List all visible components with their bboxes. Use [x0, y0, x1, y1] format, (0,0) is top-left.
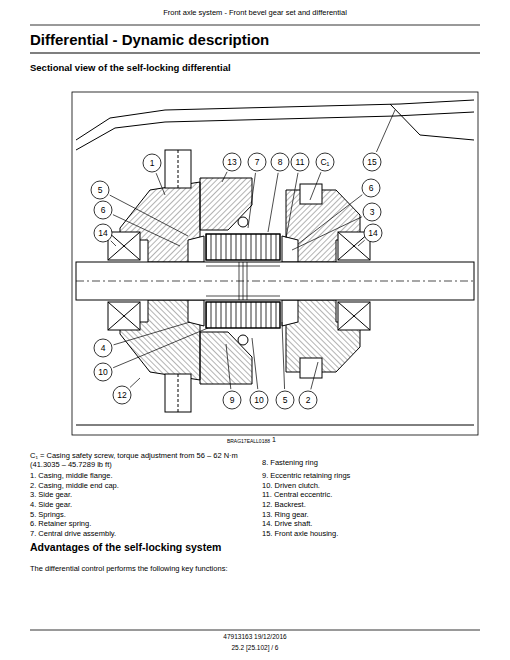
leader-line: [376, 110, 395, 152]
text-label: Front axle system - Front bevel gear set…: [30, 8, 480, 17]
callout-number: 15: [364, 154, 380, 170]
callout-circle: [94, 201, 112, 219]
leader-line: [310, 172, 321, 200]
callout-circle: [223, 153, 241, 171]
leader-line: [286, 173, 298, 238]
leader-line: [113, 328, 208, 368]
callout-circle: [94, 224, 112, 242]
text-label: 1: [272, 436, 292, 445]
callout-number: C₁: [317, 154, 333, 170]
callout-circle: [362, 179, 380, 197]
callout-number: 4: [95, 340, 111, 356]
callout-number: 14: [365, 225, 381, 241]
text-label: 3. Side gear.: [30, 490, 250, 499]
callout-number: 10: [95, 364, 111, 380]
leader-line: [222, 172, 227, 182]
callout-circle: [291, 153, 309, 171]
text-label: Sectional view of the self-locking diffe…: [30, 62, 430, 74]
callout-circle: [94, 363, 112, 381]
callout-number: 6: [95, 202, 111, 218]
footer-rule: [30, 630, 480, 631]
callout-circle: [248, 153, 266, 171]
callout-number: 10: [251, 392, 267, 408]
callout-number: 1: [144, 155, 160, 171]
callout-circle: [94, 339, 112, 357]
callout-marks: [91, 110, 395, 409]
callout-circle: [363, 203, 381, 221]
callout-number: 5: [277, 392, 293, 408]
text-label: 9. Eccentric retaining rings: [262, 471, 482, 480]
axle-housing: [76, 100, 474, 425]
callout-number: 9: [224, 392, 240, 408]
leader-line: [248, 173, 256, 228]
leader-line: [282, 322, 285, 389]
header-rule: [30, 25, 480, 26]
leader-line: [252, 338, 258, 389]
leader-line: [130, 378, 140, 387]
text-label: 47913163 19/12/2016: [30, 633, 480, 641]
page-title: Differential - Dynamic description: [30, 31, 480, 50]
drive-shaft: [76, 262, 474, 300]
callout-circle: [363, 153, 381, 171]
callout-circle: [223, 391, 241, 409]
callout-number: 6: [363, 180, 379, 196]
text-label: C₁ = Casing safety screw, torque adjustm…: [30, 451, 250, 470]
text-label: 12. Backrest.: [262, 500, 482, 509]
leader-line: [156, 173, 165, 195]
leader-line: [110, 195, 188, 236]
text-label: 14. Drive shaft.: [262, 519, 482, 528]
callout-number: 11: [292, 154, 308, 170]
text-label: 15. Front axle housing.: [262, 529, 482, 538]
callout-circle: [316, 153, 334, 171]
text-label: 5. Springs.: [30, 510, 250, 519]
callout-circle: [143, 154, 161, 172]
callout-number: 3: [364, 204, 380, 220]
callout-circle: [271, 153, 289, 171]
leader-line: [292, 217, 362, 250]
text-label: 10. Driven clutch.: [262, 481, 482, 490]
leader-line: [268, 173, 278, 232]
leader-line: [311, 362, 318, 389]
leader-line: [358, 240, 365, 246]
leader-line: [111, 241, 116, 246]
callout-circle: [113, 386, 131, 404]
title-rule: [30, 52, 480, 53]
text-label: 13. Ring gear.: [262, 510, 482, 519]
callout-circle: [299, 391, 317, 409]
callout-number: 2: [300, 392, 316, 408]
callout-number: 14: [95, 225, 111, 241]
leader-line: [298, 195, 362, 244]
text-label: 8. Fastening ring: [262, 458, 482, 467]
callout-number: 8: [272, 154, 288, 170]
leader-line: [114, 322, 190, 345]
text-label: 2. Casing, middle end cap.: [30, 481, 250, 490]
text-label: 11. Central eccentric.: [262, 490, 482, 499]
text-label: 4. Side gear.: [30, 500, 250, 509]
shaft-splines: [76, 262, 474, 300]
text-label: BRAG17EALL0188: [210, 438, 270, 444]
callout-number: 7: [249, 154, 265, 170]
figure-frame: [72, 92, 478, 435]
differential-upper-half: [108, 150, 370, 262]
callout-number: 13: [224, 154, 240, 170]
leader-line: [113, 215, 180, 246]
leader-line: [226, 344, 231, 389]
text-label: 25.2 [25.102] / 6: [30, 644, 480, 652]
callout-circle: [364, 224, 382, 242]
callout-number: 12: [114, 387, 130, 403]
text-label: 7. Central drive assembly.: [30, 529, 250, 538]
callout-circle: [91, 181, 109, 199]
text-label: 1. Casing, middle flange.: [30, 471, 250, 480]
callout-circle: [276, 391, 294, 409]
callout-number: 5: [92, 182, 108, 198]
text-label: The differential control performs the fo…: [30, 564, 470, 573]
text-label: 6. Retainer spring.: [30, 519, 250, 528]
text-label: Advantages of the self-locking system: [30, 541, 430, 554]
callout-circle: [250, 391, 268, 409]
